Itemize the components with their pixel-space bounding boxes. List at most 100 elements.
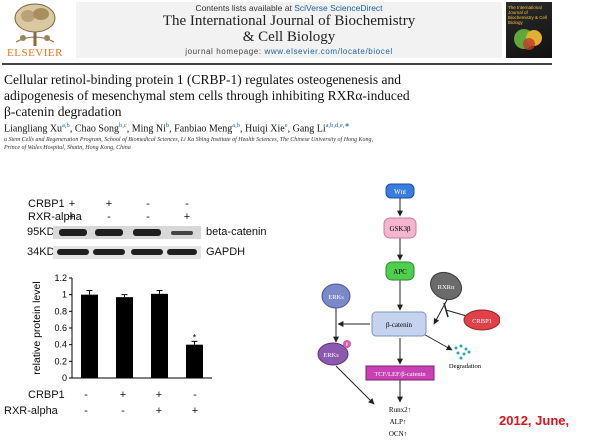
target-ocn: OCN↑ [389,430,407,438]
author-affiliation-mark: b,c [118,122,127,129]
rxr-label: RXRα [438,284,455,291]
apc-label: APC [393,268,407,276]
xrow-sign: - [84,405,88,417]
blot-band [95,229,123,236]
blot-band [93,249,125,255]
band-label-beta-catenin: beta-catenin [206,226,267,238]
significance-marker: * [193,332,197,342]
rxr-node [429,271,463,301]
blot-band [131,249,163,255]
blot-band [171,231,193,235]
author-name[interactable]: Liangliang Xu [4,123,63,135]
homepage-prefix: journal homepage: [185,47,262,56]
crbp1-label: CRBP1 [472,318,492,325]
xrow-sign: + [191,405,199,417]
beta-catenin-label: β-catenin [386,321,413,329]
blot-sign: - [146,211,150,223]
apc-node [385,261,415,281]
homepage-link[interactable]: www.elsevier.com/locate/biocel [264,47,393,56]
xrow-sign: + [119,389,127,401]
author-name[interactable]: Chao Song [74,123,119,135]
sciencedirect-link[interactable]: SciVerse ScienceDirect [294,3,383,13]
blot-band [59,229,87,236]
journal-cover[interactable]: The International Journal of Biochemistr… [506,2,552,58]
y-tick-label: 0.4 [54,340,67,350]
blot-strip-beta-catenin [53,226,201,239]
arrow-perks-targets [335,365,375,405]
elsevier-tree-icon [8,2,62,46]
erks-label: ERKs [328,294,344,301]
article-title-line3: β-catenin degradation [4,104,122,119]
y-tick-label: 0 [62,373,67,383]
xrow-sign: - [193,389,197,401]
journal-header: ELSEVIER Contents lists available at Sci… [0,0,600,65]
target-runx2: Runx2↑ [389,406,411,414]
xrow-sign: - [84,389,88,401]
blot-sign: - [146,198,150,210]
arrow-rxr-bcatenin [433,297,449,325]
xrow-sign: - [121,405,125,417]
gsk3b-node [383,217,417,239]
author-name[interactable]: Huiqi Xie [244,123,285,135]
blot-band [57,249,89,255]
tcf-lef-node [365,365,435,381]
tcf-lef-label: TCF/LEF/β-catenin [374,371,426,378]
target-alp: ALP↑ [390,418,407,426]
blot-treatment-table: CRBP1 + + - - RXR-alpha + - - + [0,196,210,226]
author-name[interactable]: Fanbiao Meng [174,123,233,135]
contents-line: Contents lists available at SciVerse Sci… [76,3,502,13]
blot-strip-gapdh [53,246,201,259]
y-tick-label: 1 [62,290,67,300]
author-affiliation-mark: a,b [232,122,240,129]
wnt-label: Wnt [394,188,406,196]
blot-sign: + [105,198,113,210]
xrow-label-rxr: RXR-alpha [4,405,58,417]
author-name[interactable]: Gang Li [292,123,326,135]
crbp1-node [463,309,500,331]
journal-title-line2: & Cell Biology [242,29,336,45]
beta-catenin-node [371,311,427,337]
degradation-label: Degradation [449,363,482,370]
gsk3b-label: GSK3β [389,225,411,233]
marker-95kd: 95KD [27,226,55,238]
signaling-pathway-diagram: Wnt GSK3β APC ERKs β-catenin RXRα CRBP1 … [317,183,500,438]
author-affiliation-mark: b [165,122,170,129]
journal-title: The International Journal of Biochemistr… [76,13,502,45]
contents-prefix: Contents lists available at [195,3,292,13]
author-list: Liangliang Xu a,b, Chao Songb,c, Ming Nib… [4,121,594,134]
y-tick-label: 0.8 [54,306,67,316]
elsevier-logo[interactable]: ELSEVIER [2,2,68,60]
blot-sign: + [183,211,191,223]
bar [116,297,133,378]
author-separator: , [169,123,175,135]
author-separator: , [287,123,293,135]
bar-chart-treatment-table: CRBP1 - + + - RXR-alpha - - + + [0,388,230,422]
article-title: Cellular retinol-binding protein 1 (CRBP… [4,72,594,120]
inhibit-bar [443,302,449,318]
cover-art-image [514,29,542,50]
western-blot: 95KD beta-catenin 34KD GAPDH [0,222,300,264]
article-title-line2: adipogenesis of mesenchymal stem cells t… [4,88,410,103]
degradation-dots-icon [454,344,471,360]
band-label-gapdh: GAPDH [206,246,246,258]
cover-title: The International Journal of Biochemistr… [508,5,548,25]
perks-label: ERKs [323,352,339,359]
author-separator: , [126,123,132,135]
author-affiliation-mark: e [284,122,288,129]
affiliation-line2: Prince of Wales Hospital, Shatin, Hong K… [4,145,131,151]
blot-sign: + [68,211,76,223]
marker-34kd: 34KD [27,246,55,258]
author-affiliation-mark: a,b,d,e,∗ [325,122,350,129]
author-name[interactable]: Ming Ni [131,123,166,135]
affiliation-line1: a Stem Cells and Regeneration Program, S… [4,137,374,143]
blot-band [167,249,197,255]
blot-band [133,229,161,236]
affiliation: a Stem Cells and Regeneration Program, S… [4,136,594,152]
journal-banner: Contents lists available at SciVerse Sci… [76,2,502,58]
phospho-badge [343,340,351,348]
erks-node [321,283,351,309]
author-separator: , [239,123,245,135]
bar [151,293,168,378]
wnt-node [385,183,415,199]
